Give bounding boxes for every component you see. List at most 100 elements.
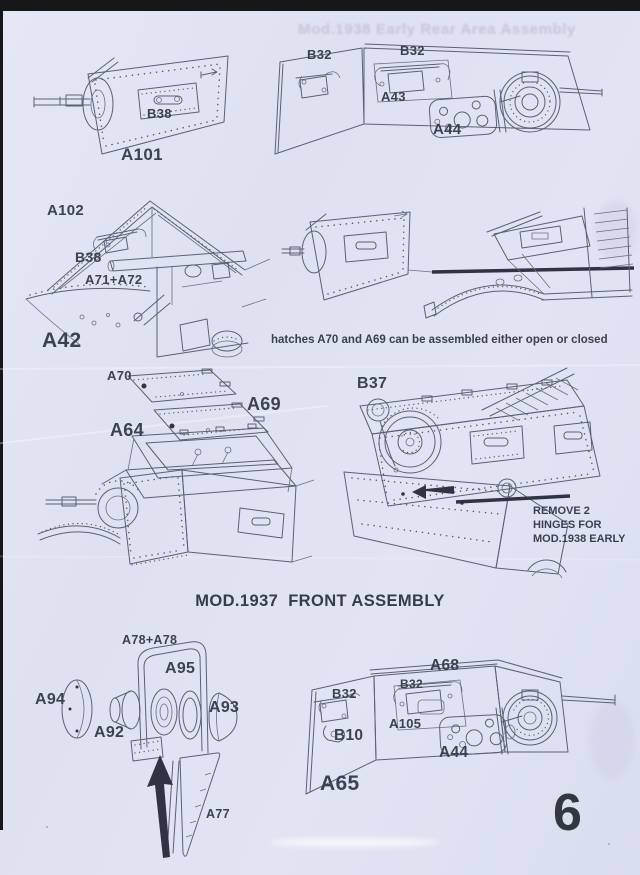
label-b32-bottom-mid: B32 (400, 677, 423, 691)
hull-right-panel (182, 470, 314, 562)
label-a93: A93 (209, 699, 240, 716)
idler-wheel (500, 72, 560, 132)
right-plate (495, 666, 568, 752)
diagram-headlight-exploded (27, 627, 272, 858)
label-a64: A64 (110, 420, 144, 440)
label-a102: A102 (47, 202, 85, 219)
hatch-left (470, 426, 524, 464)
plate-a44 (439, 714, 507, 755)
gun-barrel (46, 497, 96, 506)
note-remove-line2: HINGES FOR (533, 519, 602, 531)
hatch-b38 (138, 83, 199, 119)
label-a42: A42 (42, 329, 82, 352)
top-edge-a68 (370, 660, 562, 678)
label-a65: A65 (320, 772, 360, 795)
bracket-b32-left (296, 72, 340, 98)
arrow-up-icon (147, 755, 173, 858)
gun-barrel-stub (562, 695, 615, 705)
turret-ring (379, 408, 441, 473)
scan-smudge (270, 838, 440, 847)
note-remove-hinges: REMOVE 2 HINGES FOR MOD.1938 EARLY (533, 504, 626, 546)
mount-bracket (494, 90, 520, 132)
gun-mantlet (96, 470, 140, 528)
label-a68: A68 (430, 657, 460, 674)
hinge-handle (498, 479, 516, 497)
label-a78-a78: A78+A78 (122, 633, 178, 647)
hull-front-plate (120, 470, 188, 564)
beam-a71-a72 (108, 251, 246, 305)
label-a94: A94 (35, 691, 66, 708)
hull-side-a42 (26, 284, 150, 345)
gun-barrel-stub (560, 88, 602, 96)
note-remove-line3: MOD.1938 EARLY (533, 533, 626, 545)
gun-barrel (34, 95, 90, 107)
label-b37: B37 (357, 375, 388, 392)
label-a43: A43 (381, 89, 406, 104)
label-a70: A70 (107, 368, 132, 383)
upper-armor-band (360, 380, 584, 434)
label-a77: A77 (206, 807, 230, 821)
part-a77-triangle (180, 753, 220, 856)
plate-a105 (394, 680, 466, 730)
bracket-b32-right (374, 60, 452, 102)
idler-wheel (503, 690, 557, 745)
arrow-left-icon (401, 485, 464, 505)
diagram-hatch-stack (32, 366, 317, 591)
hatch-right (554, 422, 592, 454)
direction-arrow-icon (201, 69, 217, 78)
section-title: MOD.1937 FRONT ASSEMBLY (195, 592, 445, 610)
diagram-hull-interior (22, 197, 277, 369)
label-b38: B38 (147, 106, 172, 121)
part-b10 (323, 726, 344, 742)
bracket-b32-left (314, 693, 360, 722)
part-a94-shell (62, 680, 92, 738)
assembly-axis-line (432, 268, 634, 272)
armor-plate-a101 (88, 56, 228, 154)
diagram-front-armor (332, 366, 640, 591)
hinge-handle-inner (502, 483, 512, 493)
bleedthrough-text: Mod.1938 Early Rear Area Assembly (298, 21, 576, 38)
gun-mantlet (83, 58, 118, 130)
note-hatches: hatches A70 and A69 can be assembled eit… (271, 334, 608, 346)
label-a44-top: A44 (433, 121, 462, 138)
gun-mantlet (302, 214, 326, 273)
scan-edge-left (0, 0, 3, 830)
label-a101: A101 (121, 145, 163, 164)
label-b32-bottom-left: B32 (332, 686, 357, 701)
label-a69: A69 (247, 394, 281, 414)
plate-a44 (429, 96, 497, 139)
diagram-plate-to-hull (282, 202, 640, 347)
part-a93-lens (209, 693, 237, 741)
scan-speck (46, 826, 48, 828)
bottom-rivet-row (132, 555, 188, 565)
main-plate (364, 44, 590, 130)
scan-edge-top (0, 0, 640, 11)
diagram-a101-front-plate (30, 42, 260, 177)
label-b38-interior: B38 (75, 249, 102, 265)
hinge-pointer-line (456, 496, 570, 502)
diagram-front-tray (300, 652, 640, 804)
front-plate (372, 406, 600, 506)
note-remove-line1: REMOVE 2 (533, 505, 590, 517)
bracket-b38-interior (93, 229, 146, 253)
hull-front-section (424, 208, 633, 318)
diagram-upper-tray (272, 32, 617, 167)
roof-panels (60, 207, 236, 289)
label-a44-bottom: A44 (439, 744, 469, 761)
scan-speck (608, 843, 610, 845)
front-plate (310, 211, 410, 300)
gun-barrel (282, 247, 304, 255)
headlight-b37 (367, 399, 398, 472)
fender-arc (38, 523, 120, 544)
label-b32-top-left: B32 (307, 47, 332, 62)
label-a95: A95 (165, 660, 196, 677)
label-a92: A92 (94, 724, 125, 741)
plate-a43 (374, 60, 452, 102)
page-number: 6 (553, 784, 583, 842)
label-b10: B10 (334, 727, 364, 744)
label-a105: A105 (389, 716, 422, 731)
label-b32-top-right: B32 (400, 43, 425, 58)
interior-details (134, 259, 270, 357)
